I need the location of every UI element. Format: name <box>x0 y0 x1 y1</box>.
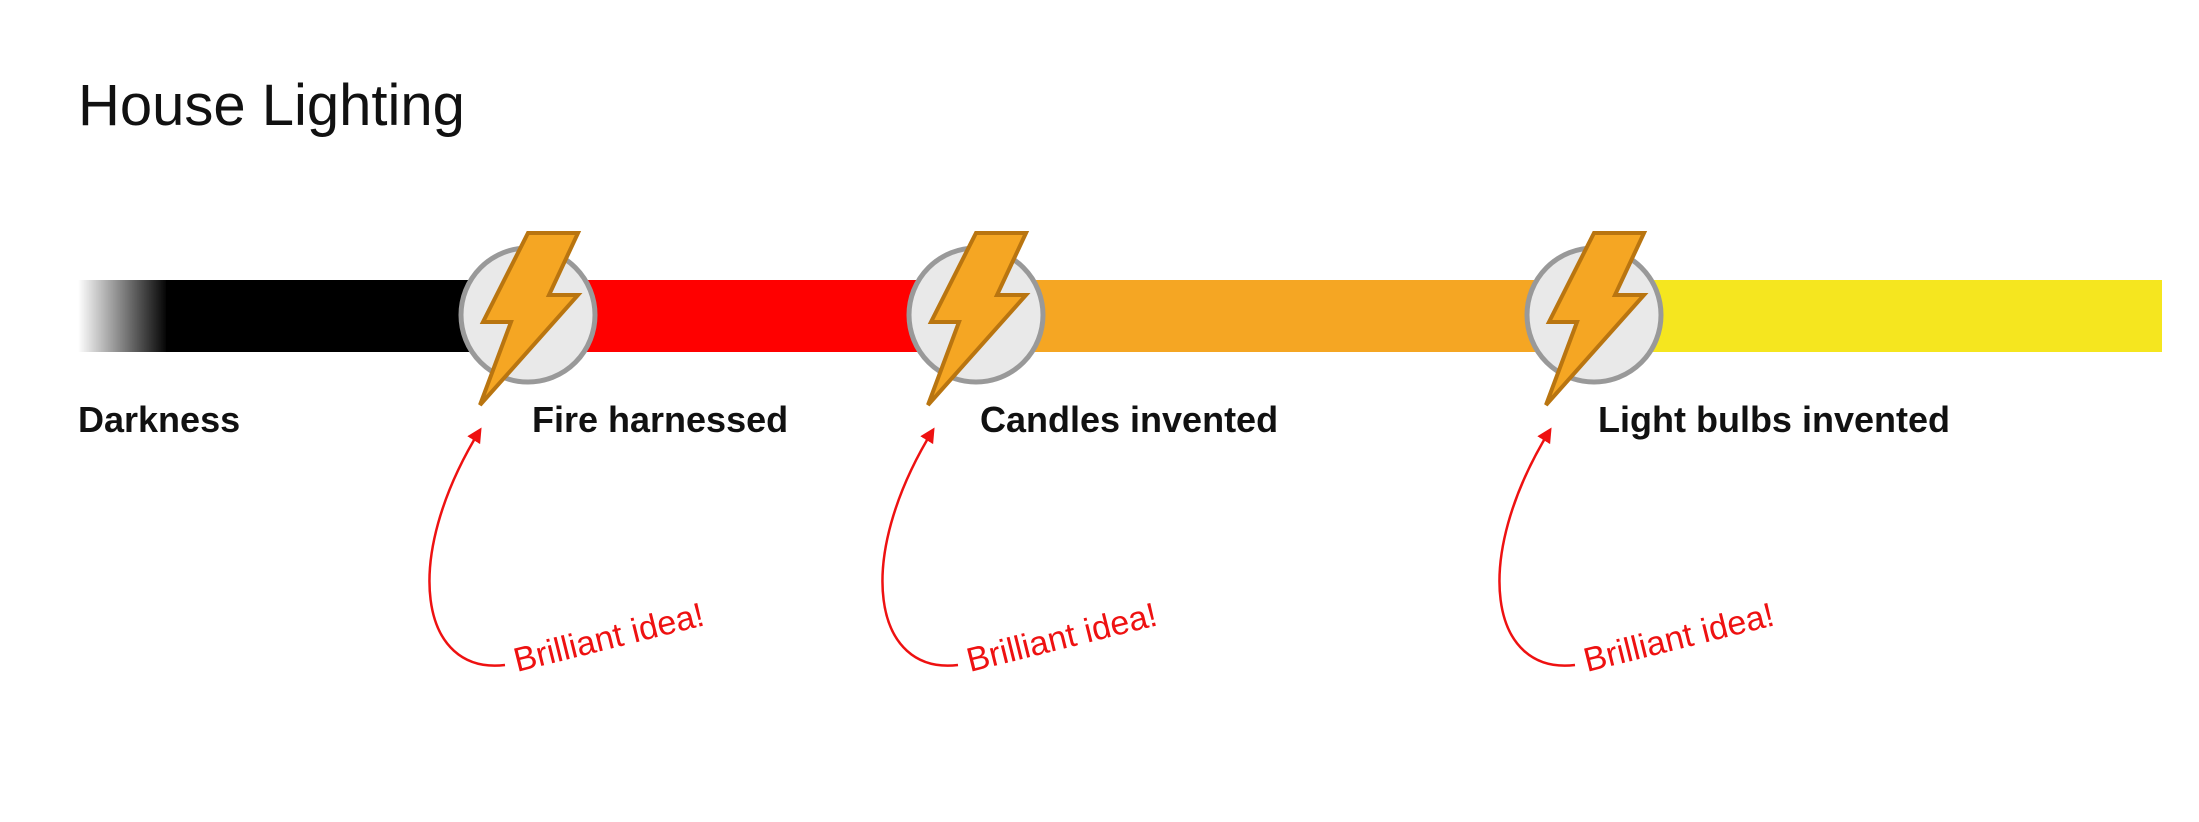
annotation-text: Brilliant idea! <box>1580 596 1778 680</box>
annotation-fire: Brilliant idea! <box>428 427 708 680</box>
lightning-bolt-icon <box>478 231 583 407</box>
lightning-bolt-icon <box>926 231 1031 407</box>
stage-label-candles: Candles invented <box>980 399 1278 440</box>
annotation-candles: Brilliant idea! <box>881 427 1161 680</box>
annotation-arrow <box>881 427 959 667</box>
annotation-light-bulbs: Brilliant idea! <box>1498 427 1778 680</box>
segment-darkness-fade <box>78 280 168 352</box>
segment-candles <box>976 280 1596 352</box>
segment-fire <box>528 280 978 352</box>
stage-label-light-bulbs: Light bulbs invented <box>1598 399 1950 440</box>
annotation-arrow <box>428 427 506 667</box>
annotation-arrow <box>1498 427 1576 667</box>
segment-light-bulbs <box>1594 280 2162 352</box>
lightning-bolt-icon <box>1544 231 1649 407</box>
timeline-bar <box>78 280 2162 352</box>
milestone-light-bulbs <box>1524 231 1664 407</box>
stage-label-fire: Fire harnessed <box>532 399 788 440</box>
annotation-text: Brilliant idea! <box>510 596 708 680</box>
annotation-text: Brilliant idea! <box>963 596 1161 680</box>
milestone-candles <box>906 231 1046 407</box>
stage-label-darkness: Darkness <box>78 399 240 440</box>
page-title: House Lighting <box>78 73 465 138</box>
milestone-fire <box>458 231 598 407</box>
